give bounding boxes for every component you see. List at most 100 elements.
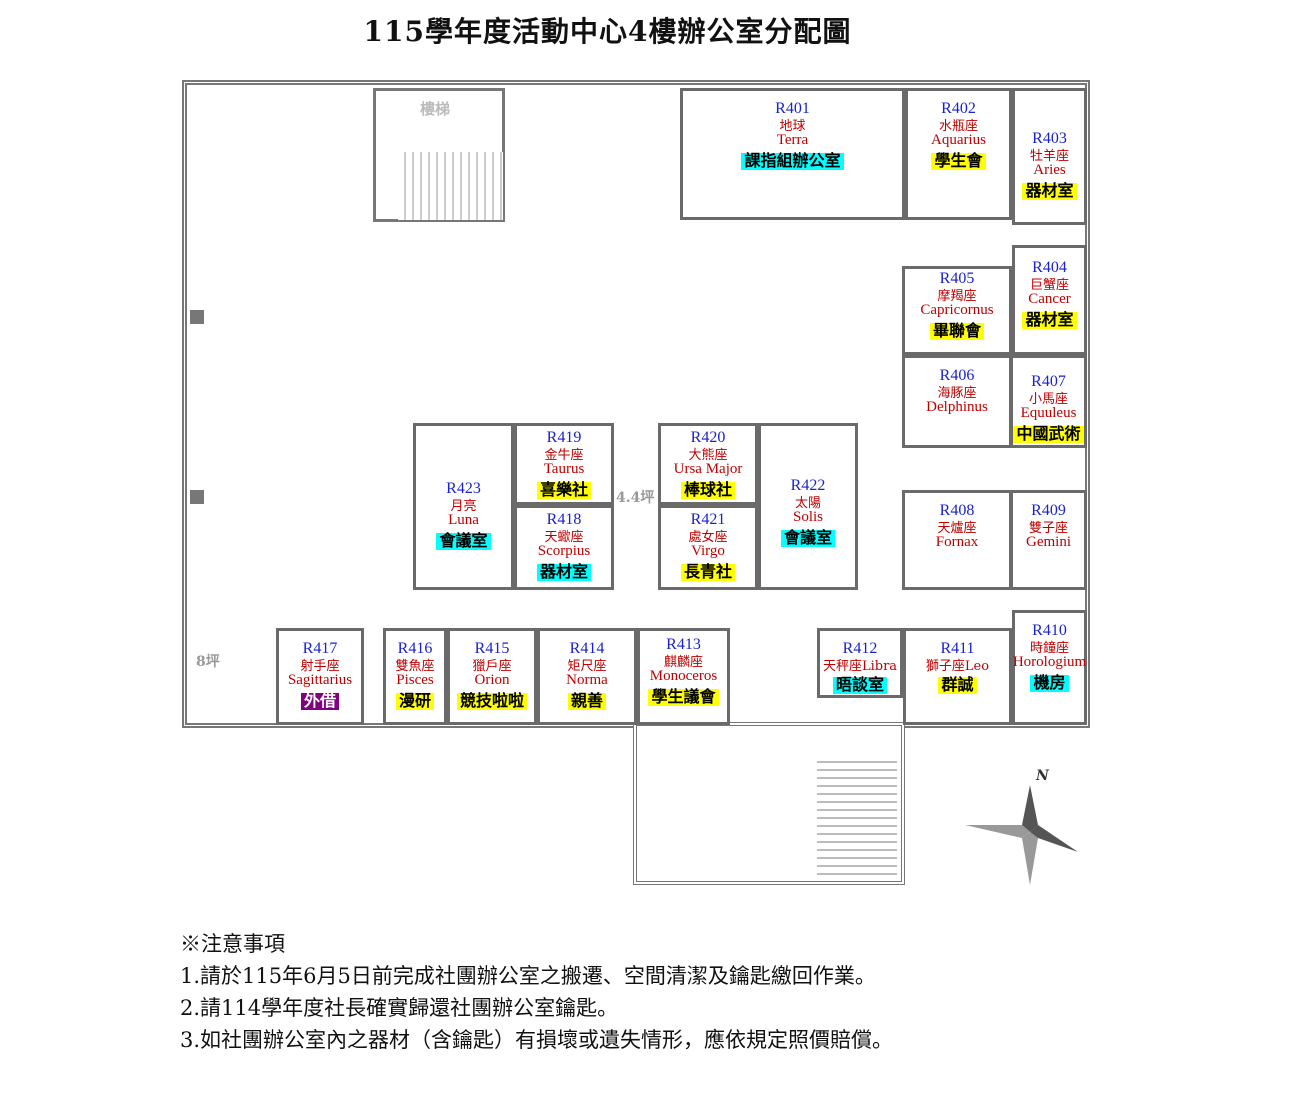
room-name-zh: 天蠍座 <box>544 529 584 545</box>
room-number: R420 <box>690 429 726 446</box>
room-assignment-badge: 畢聯會 <box>929 322 984 340</box>
room-name-en: Solis <box>792 509 823 526</box>
room-name-zh: 大熊座 <box>688 447 728 463</box>
stair-steps <box>398 152 503 220</box>
compass-icon: N <box>965 768 1078 885</box>
room-name-en: Taurus <box>543 461 585 478</box>
room-number: R409 <box>1031 502 1066 519</box>
room-number: R408 <box>939 502 975 519</box>
room-name-zh: 雙魚座 <box>395 658 435 674</box>
room-name-en: Monoceros <box>649 668 718 685</box>
room-number: R412 <box>842 640 878 657</box>
room-number: R418 <box>546 511 582 528</box>
room-number: R413 <box>666 636 701 653</box>
room-number: R401 <box>775 100 810 117</box>
note-item: 2.請114學年度社長確實歸還社團辦公室鑰匙。 <box>180 996 619 1020</box>
room-name-zh: 處女座 <box>688 529 728 545</box>
room-name-zh: 矩尺座 <box>567 658 607 674</box>
room-name-zh: 地球 <box>779 118 806 134</box>
room-name-zh: 天秤座Libra <box>822 658 898 674</box>
room-name-en: Delphinus <box>926 399 988 416</box>
room-number: R414 <box>569 640 605 657</box>
note-item: 3.如社團辦公室內之器材（含鑰匙）有損壞或遺失情形，應依規定照價賠償。 <box>180 1028 894 1052</box>
room-name-en: Norma <box>566 672 608 689</box>
room-name-en: Fornax <box>935 534 979 551</box>
room-number: R403 <box>1032 130 1067 147</box>
room-name-zh: 獅子座Leo <box>925 658 990 674</box>
room-name-zh: 天爐座 <box>937 520 977 536</box>
room-assignment-badge: 外借 <box>300 692 339 710</box>
room-assignment-badge: 器材室 <box>1022 182 1077 200</box>
room-name-en: Gemini <box>1026 534 1071 551</box>
room-name-en: Aquarius <box>931 132 986 149</box>
room-number: R404 <box>1032 259 1067 276</box>
stairs-label: 樓梯 <box>420 100 451 118</box>
room-assignment-badge: 課指組辦公室 <box>741 152 844 170</box>
room-assignment-badge: 群誠 <box>938 677 977 695</box>
room-number: R402 <box>941 100 976 117</box>
room-name-en: Ursa Major <box>673 461 743 478</box>
room-assignment-badge: 器材室 <box>536 563 591 581</box>
room-name-zh: 太陽 <box>794 495 821 511</box>
room-name-zh: 牡羊座 <box>1029 148 1069 164</box>
room-assignment-badge: 中國武術 <box>1013 425 1084 443</box>
north-label: N <box>1035 768 1050 784</box>
room-assignment-badge: 學生會 <box>931 152 986 170</box>
room-name-zh: 巨蟹座 <box>1029 277 1069 293</box>
room-name-zh: 水瓶座 <box>938 118 978 134</box>
south-stairs <box>817 756 897 881</box>
room-name-zh: 小馬座 <box>1028 391 1068 407</box>
room-name-zh: 獵戶座 <box>472 658 512 674</box>
room-number: R407 <box>1031 373 1066 390</box>
room-number: R422 <box>790 477 826 494</box>
room-assignment-badge: 漫研 <box>395 692 434 710</box>
room-name-en: Orion <box>474 672 510 689</box>
room-number: R417 <box>302 640 338 657</box>
room-assignment-badge: 競技啦啦 <box>456 692 527 710</box>
room-number: R411 <box>940 640 975 657</box>
room-number: R406 <box>939 367 975 384</box>
room-number: R415 <box>474 640 510 657</box>
note-item: 1.請於115年6月5日前完成社團辦公室之搬遷、空間清潔及鑰匙繳回作業。 <box>180 964 876 988</box>
room-name-en: Cancer <box>1028 291 1071 308</box>
room-assignment-badge: 長青社 <box>680 563 735 581</box>
room-name-en: Pisces <box>396 672 434 689</box>
room-name-en: Virgo <box>691 543 725 560</box>
notes: ※注意事項 1.請於115年6月5日前完成社團辦公室之搬遷、空間清潔及鑰匙繳回作… <box>180 928 893 1056</box>
room-name-en: Capricornus <box>920 302 994 319</box>
room-name-en: Scorpius <box>537 543 591 560</box>
room-number: R416 <box>397 640 433 657</box>
room-number: R419 <box>546 429 582 446</box>
room-name-en: Horologium <box>1012 654 1087 671</box>
north-stairwell <box>373 88 505 222</box>
room-name-zh: 時鐘座 <box>1029 640 1069 656</box>
room-name-zh: 雙子座 <box>1028 520 1068 536</box>
room-name-zh: 射手座 <box>300 658 340 674</box>
room-assignment-badge: 喜樂社 <box>536 481 591 499</box>
area-label-center: 4.4坪 <box>616 490 655 506</box>
room-name-en: Sagittarius <box>287 672 353 689</box>
room-assignment-badge: 會議室 <box>780 529 835 547</box>
room-name-zh: 月亮 <box>450 498 477 514</box>
